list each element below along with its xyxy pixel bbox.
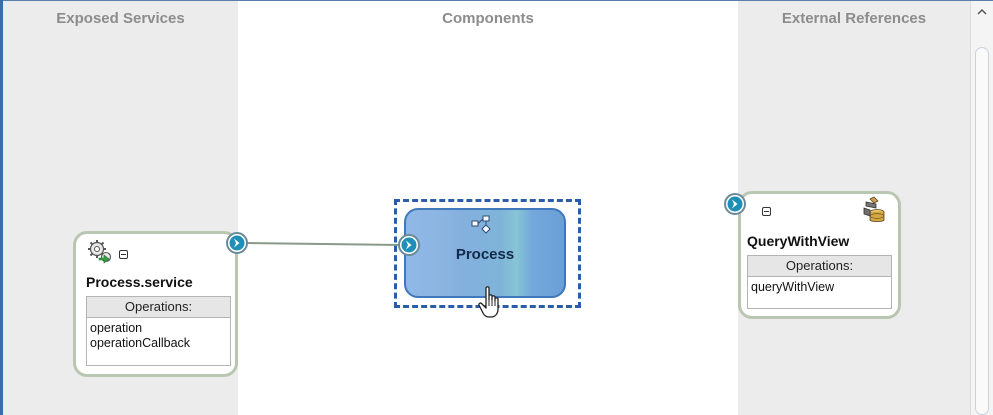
reference-operations-header: Operations: [747, 255, 892, 277]
components-header: Components [442, 10, 534, 27]
top-border [0, 0, 993, 1]
chevron-right-icon [727, 196, 743, 212]
reference-collapse-button[interactable] [762, 207, 771, 216]
gears-icon [87, 238, 113, 269]
service-title: Process.service [86, 274, 193, 290]
scrollbar-thumb[interactable] [975, 47, 989, 415]
reference-input-chevron[interactable] [724, 193, 746, 215]
reference-title: QueryWithView [747, 233, 850, 249]
service-to-process-wire[interactable] [247, 242, 401, 246]
vertical-scrollbar[interactable] [970, 1, 993, 415]
reference-operation-item[interactable]: queryWithView [751, 280, 835, 294]
process-title: Process [455, 246, 515, 263]
reference-operations-list: queryWithView [747, 277, 892, 309]
service-operation-item[interactable]: operationCallback [90, 336, 191, 350]
service-operations-header: Operations: [86, 296, 231, 318]
service-operations-list: operation operationCallback [86, 318, 231, 366]
external-references-header: External References [781, 10, 927, 27]
service-collapse-button[interactable] [119, 250, 128, 259]
hand-cursor-icon [478, 286, 504, 327]
chevron-right-icon [401, 237, 417, 253]
database-adapter-icon [862, 196, 888, 229]
exposed-services-header: Exposed Services [56, 10, 185, 27]
bpel-process-icon [471, 215, 493, 240]
left-border [0, 0, 3, 415]
scroll-up-arrow-icon[interactable] [975, 7, 989, 21]
service-output-chevron[interactable] [226, 232, 248, 254]
reference-card[interactable]: QueryWithView Operations: queryWithView [738, 191, 901, 319]
service-card[interactable]: Process.service Operations: operation op… [73, 231, 238, 377]
process-component[interactable] [404, 208, 566, 298]
chevron-right-icon [229, 235, 245, 251]
process-input-chevron[interactable] [398, 234, 420, 256]
service-operation-item[interactable]: operation [90, 321, 143, 335]
